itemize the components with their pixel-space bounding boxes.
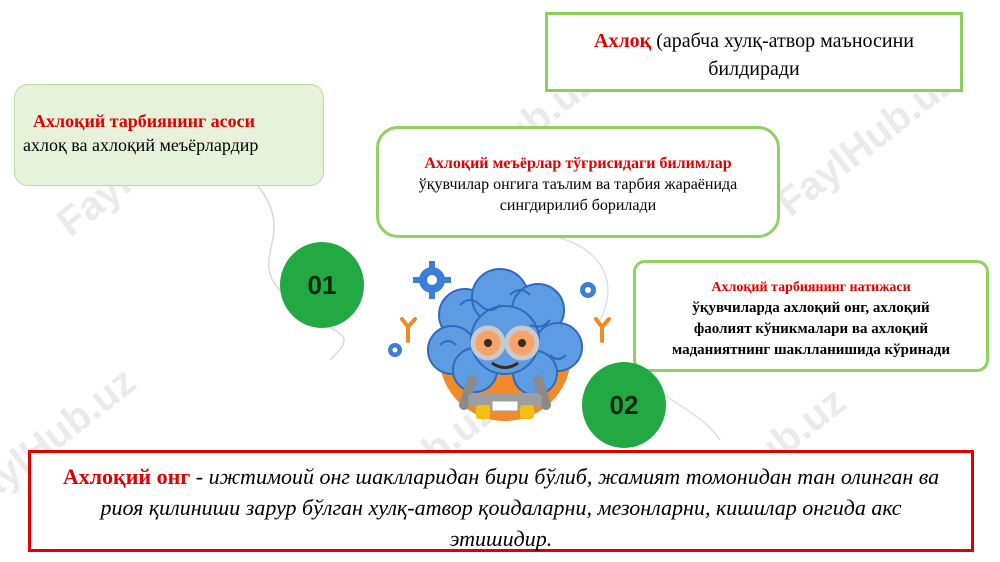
gear-icon (388, 343, 402, 357)
face (470, 325, 540, 369)
result-line: ўқувчиларда ахлоқий онг, ахлоқий (692, 300, 930, 316)
gear-icon (413, 261, 451, 299)
brain-character-icon (388, 261, 611, 421)
basis-text: ахлоқ ва ахлоқий меъёрлардир (23, 135, 259, 155)
badge-01: 01 (280, 242, 364, 328)
sprout-icon (400, 317, 417, 343)
knowledge-line: ўқувчилар онгига таълим ва тарбия жараён… (418, 176, 738, 193)
basis-box: Ахлоқий тарбиянинг асоси ахлоқ ва ахлоқи… (14, 84, 324, 186)
definition-term: Ахлоқ (594, 30, 652, 52)
result-line: маданиятнинг шаклланишида кўринади (671, 342, 951, 358)
result-title: Ахлоқий тарбиянинг натижаси (711, 280, 911, 295)
gear-icon (580, 282, 596, 298)
definition-text: (арабча хулқ-атвор маъносини билдиради (651, 30, 914, 80)
knowledge-line: сингдирилиб борилади (499, 197, 657, 214)
knowledge-title: Ахлоқий меъёрлар тўғрисидаги билимлар (424, 155, 732, 172)
knowledge-box: Ахлоқий меъёрлар тўғрисидаги билимлар ўқ… (376, 126, 780, 238)
consciousness-text: - ижтимоий онг шаклларидан бири бўлиб, ж… (100, 464, 940, 551)
definition-box: Ахлоқ (арабча хулқ-атвор маъносини билди… (545, 12, 963, 92)
basis-title: Ахлоқий тарбиянинг асоси (33, 111, 256, 131)
moral-consciousness-box: Ахлоқий онг - ижтимоий онг шаклларидан б… (28, 450, 974, 552)
badge-02: 02 (582, 362, 666, 448)
sprout-icon (594, 317, 611, 343)
consciousness-term: Ахлоқий онг (62, 464, 191, 489)
result-box: Ахлоқий тарбиянинг натижаси ўқувчиларда … (633, 260, 989, 372)
result-line: фаолият кўникмалари ва ахлоқий (693, 321, 929, 337)
